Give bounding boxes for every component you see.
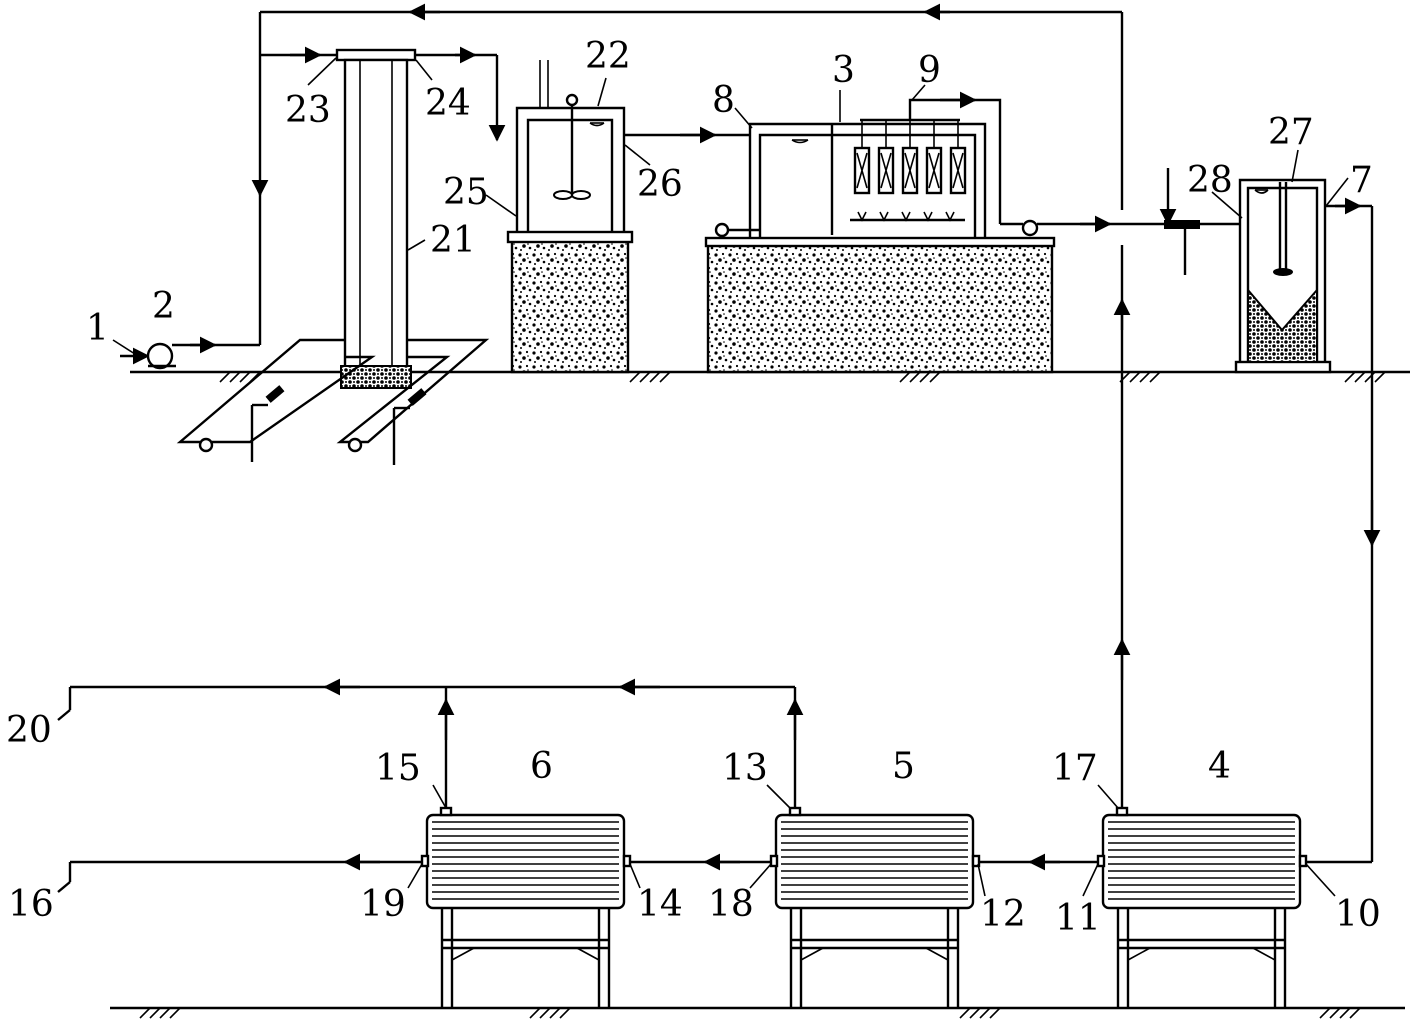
storage-tank-4 xyxy=(1096,806,1308,1008)
membrane-modules xyxy=(853,120,967,195)
label-18: 18 xyxy=(708,884,754,925)
label-20: 20 xyxy=(6,710,52,751)
label-21: 21 xyxy=(430,220,476,261)
label-2: 2 xyxy=(152,286,175,327)
dosing-injector xyxy=(1159,168,1240,275)
label-3: 3 xyxy=(832,50,855,91)
settling-tank xyxy=(1234,178,1381,862)
label-15: 15 xyxy=(375,748,421,789)
label-27: 27 xyxy=(1268,112,1314,153)
mixing-tank xyxy=(506,60,750,374)
label-4: 4 xyxy=(1208,746,1231,787)
column-reactor xyxy=(335,46,506,389)
label-19: 19 xyxy=(360,884,406,925)
label-28: 28 xyxy=(1187,160,1233,201)
feed-pump xyxy=(120,336,260,370)
label-16: 16 xyxy=(8,884,54,925)
label-5: 5 xyxy=(892,746,915,787)
heating-loops xyxy=(176,338,490,465)
label-13: 13 xyxy=(722,748,768,789)
label-11: 11 xyxy=(1055,898,1101,939)
label-10: 10 xyxy=(1335,894,1381,935)
label-17: 17 xyxy=(1052,748,1098,789)
label-25: 25 xyxy=(443,172,489,213)
lower-piping xyxy=(57,678,1372,893)
top-loop-pipe xyxy=(251,3,1124,345)
storage-tank-6 xyxy=(420,806,632,1008)
label-6: 6 xyxy=(530,746,553,787)
label-8: 8 xyxy=(712,80,735,121)
label-7: 7 xyxy=(1350,160,1373,201)
label-12: 12 xyxy=(980,894,1026,935)
ground-upper xyxy=(130,370,1410,383)
leader-lines xyxy=(112,57,1349,897)
label-1: 1 xyxy=(86,308,109,349)
label-26: 26 xyxy=(637,164,683,205)
part-labels: 1 2 3 4 5 6 7 8 9 10 11 12 13 14 15 16 1… xyxy=(6,36,1381,939)
membrane-bioreactor xyxy=(704,91,1180,374)
label-23: 23 xyxy=(285,90,331,131)
label-9: 9 xyxy=(918,50,941,91)
ground-lower xyxy=(110,1006,1405,1019)
storage-tank-5 xyxy=(769,806,981,1008)
label-24: 24 xyxy=(425,83,471,124)
label-22: 22 xyxy=(585,36,631,77)
label-14: 14 xyxy=(637,884,683,925)
